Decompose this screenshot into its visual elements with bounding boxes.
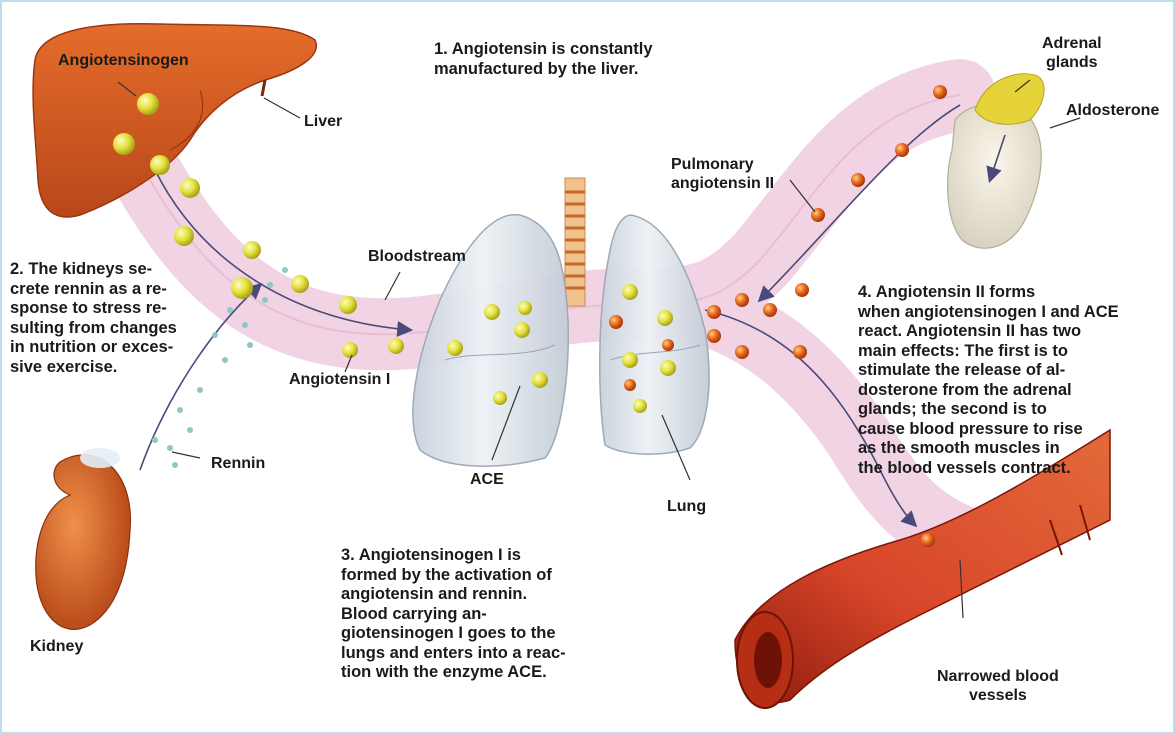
aldosterone-label: Aldosterone: [1066, 101, 1159, 120]
rennin-label: Rennin: [211, 454, 265, 473]
narrowed-vessels-label: Narrowed blood vessels: [937, 667, 1059, 705]
trachea: [565, 178, 585, 306]
angiotensinogen-label: Angiotensinogen: [58, 51, 189, 70]
adrenal-glands-label: Adrenal glands: [1042, 34, 1102, 72]
bloodstream-label: Bloodstream: [368, 247, 466, 266]
ace-label: ACE: [470, 470, 504, 489]
pulmonary-angiotensin-ii-label: Pulmonary angiotensin II: [671, 155, 774, 193]
lung-label: Lung: [667, 497, 706, 516]
liver-label: Liver: [304, 112, 342, 131]
step-4-text: 4. Angiotensin II forms when angiotensin…: [858, 283, 1119, 478]
kidney-label: Kidney: [30, 637, 83, 656]
kidney-organ: [36, 448, 131, 629]
angiotensin-i-label: Angiotensin I: [289, 370, 390, 389]
step-2-text: 2. The kidneys se- crete rennin as a re-…: [10, 260, 177, 377]
step-1-text: 1. Angiotensin is constantly manufacture…: [434, 40, 653, 79]
step-3-text: 3. Angiotensinogen I is formed by the ac…: [341, 546, 566, 683]
